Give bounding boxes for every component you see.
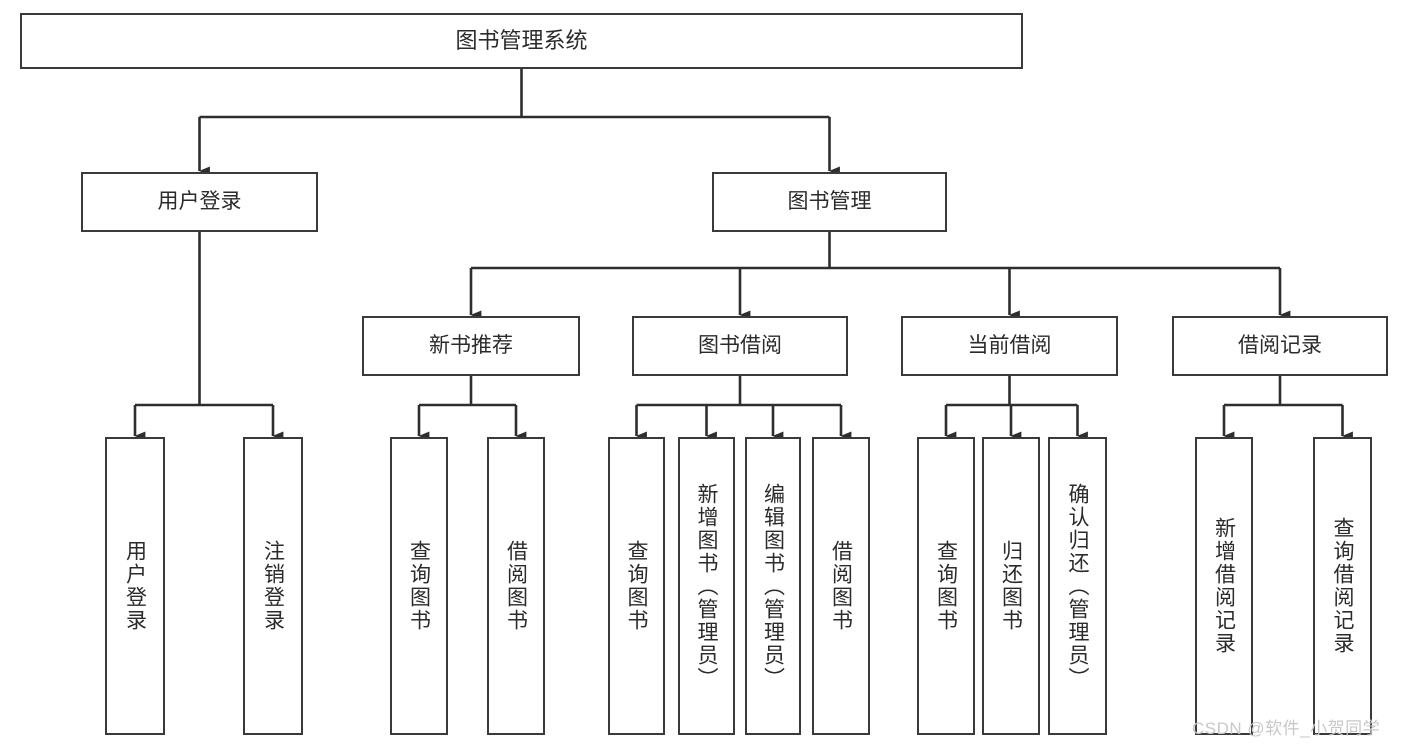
- watermark-label: CSDN @软件_小贺同学: [1192, 719, 1381, 738]
- node-l2_1[interactable]: 图书借阅: [632, 316, 848, 376]
- node-leaf_1[interactable]: 注销登录: [243, 437, 303, 735]
- node-label: 借阅记录: [1238, 333, 1322, 357]
- node-l1_1[interactable]: 图书管理: [712, 172, 947, 232]
- node-l2_3[interactable]: 借阅记录: [1172, 316, 1388, 376]
- node-label: 新增借阅记录: [1212, 517, 1236, 655]
- node-leaf_3[interactable]: 借阅图书: [487, 437, 545, 735]
- node-label: 当前借阅: [967, 333, 1052, 357]
- node-leaf_0[interactable]: 用户登录: [105, 437, 165, 735]
- node-label: 编辑图书（管理员）: [761, 482, 785, 690]
- node-l1_0[interactable]: 用户登录: [81, 172, 318, 232]
- node-leaf_11[interactable]: 新增借阅记录: [1195, 437, 1253, 735]
- node-leaf_7[interactable]: 借阅图书: [812, 437, 870, 735]
- node-l2_2[interactable]: 当前借阅: [901, 316, 1118, 376]
- node-leaf_5[interactable]: 新增图书（管理员）: [678, 437, 735, 735]
- node-label: 归还图书: [999, 540, 1023, 632]
- node-label: 查询图书: [625, 540, 649, 632]
- node-leaf_2[interactable]: 查询图书: [390, 437, 448, 735]
- node-label: 查询借阅记录: [1331, 517, 1355, 655]
- node-leaf_8[interactable]: 查询图书: [917, 437, 975, 735]
- node-label: 借阅图书: [829, 540, 853, 632]
- node-label: 确认归还（管理员）: [1066, 482, 1090, 690]
- node-label: 用户登录: [157, 189, 242, 213]
- node-label: 借阅图书: [504, 540, 528, 632]
- node-label: 新增图书（管理员）: [695, 482, 719, 690]
- node-label: 查询图书: [407, 540, 431, 632]
- node-label: 新书推荐: [429, 333, 513, 357]
- node-root[interactable]: 图书管理系统: [20, 13, 1023, 69]
- node-label: 图书借阅: [698, 333, 782, 357]
- node-label: 注销登录: [261, 540, 285, 632]
- edge-group: [133, 69, 1353, 441]
- node-leaf_10[interactable]: 确认归还（管理员）: [1048, 437, 1107, 735]
- node-label: 图书管理系统: [455, 28, 588, 54]
- node-label: 图书管理: [787, 189, 872, 213]
- node-leaf_9[interactable]: 归还图书: [982, 437, 1040, 735]
- node-label: 查询图书: [934, 540, 958, 632]
- node-leaf_12[interactable]: 查询借阅记录: [1313, 437, 1372, 735]
- node-leaf_4[interactable]: 查询图书: [608, 437, 665, 735]
- node-l2_0[interactable]: 新书推荐: [362, 316, 580, 376]
- node-label: 用户登录: [123, 540, 147, 632]
- node-leaf_6[interactable]: 编辑图书（管理员）: [745, 437, 801, 735]
